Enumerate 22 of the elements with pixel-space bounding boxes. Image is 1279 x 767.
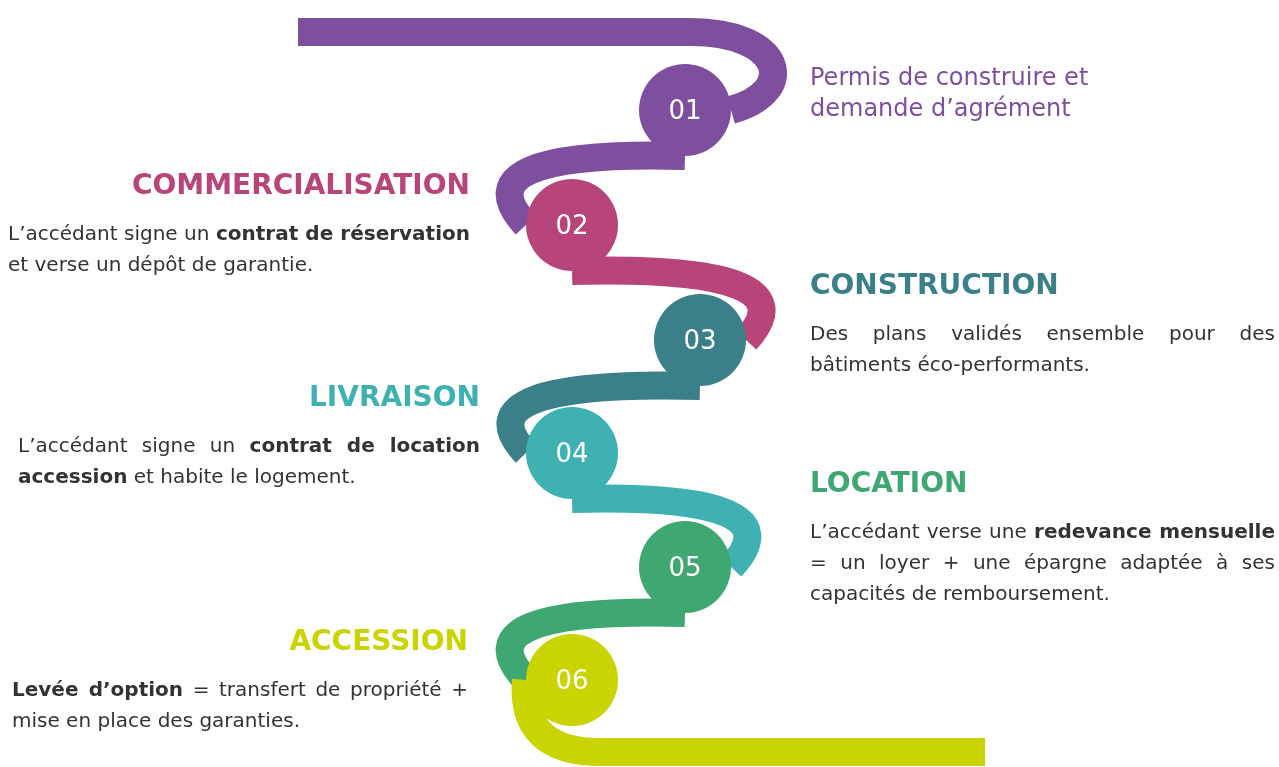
ribbon-connector	[495, 141, 686, 234]
step-description: Des plans validés ensemble pour des bâtiments éco-performants.	[810, 320, 1275, 378]
step-circle: 01	[639, 64, 731, 156]
step-description: L’accédant signe un contrat de location accession et habite le logement.	[18, 432, 480, 490]
step-heading: ACCESSION	[288, 624, 468, 658]
ribbon-connector	[496, 371, 701, 462]
step-heading: LIVRAISON	[308, 380, 480, 414]
ribbon-connector	[571, 256, 776, 349]
step-heading: LOCATION	[810, 466, 969, 500]
step-circle: 03	[654, 294, 746, 386]
step-description: L’accédant verse une redevance mensuelle = un loyer + une épargne adaptée à ses capacités de remboursement.	[810, 518, 1275, 607]
step-circle: 04	[526, 407, 618, 499]
step-circle: 02	[526, 179, 618, 271]
step-circle: 05	[639, 521, 731, 613]
ribbon-connector	[511, 679, 985, 766]
ribbon-connector	[298, 18, 787, 124]
step-heading: COMMERCIALISATION	[130, 168, 470, 202]
step-circle: 06	[526, 634, 618, 726]
step-heading: CONSTRUCTION	[810, 268, 1060, 302]
step-description: Levée d’option = transfert de propriété + mise en place des garanties.	[12, 676, 468, 734]
step-title: Permis de construire et demande d’agrément	[810, 62, 1090, 124]
step-description: L’accédant signe un contrat de réservation et verse un dépôt de garantie.	[8, 220, 470, 278]
